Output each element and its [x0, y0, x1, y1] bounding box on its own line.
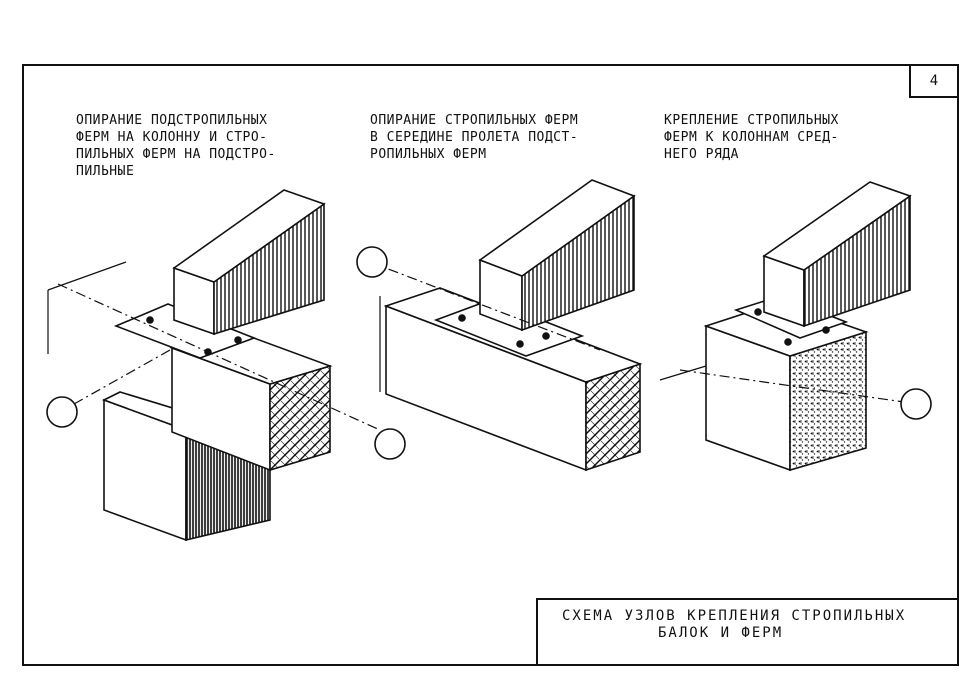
caption-line: ФЕРМ НА КОЛОННУ И СТРО- [76, 130, 268, 145]
axis-marker-circle [46, 396, 78, 428]
truss-top-face [172, 189, 326, 283]
truss-top-face [478, 179, 636, 277]
anchor-bolt [458, 314, 466, 322]
anchor-bolt [516, 340, 524, 348]
title-block: СХЕМА УЗЛОВ КРЕПЛЕНИЯ СТРОПИЛЬНЫХ БАЛОК … [536, 598, 959, 666]
anchor-bolt [542, 332, 550, 340]
caption-line: КРЕПЛЕНИЕ СТРОПИЛЬНЫХ [664, 113, 839, 128]
node-1-drawing [46, 189, 406, 542]
caption-line: В СЕРЕДИНЕ ПРОЛЕТА ПОДСТ- [370, 130, 579, 145]
title-line: СХЕМА УЗЛОВ КРЕПЛЕНИЯ СТРОПИЛЬНЫХ [562, 608, 907, 624]
sheet-number: 4 [909, 64, 959, 98]
dimension-line [659, 365, 707, 381]
support-plate [433, 299, 585, 357]
sheet-title: СХЕМА УЗЛОВ КРЕПЛЕНИЯ СТРОПИЛЬНЫХ БАЛОК … [562, 608, 906, 642]
axis-marker-circle [900, 388, 932, 420]
node-1-caption: ОПИРАНИЕ ПОДСТРОПИЛЬНЫХ ФЕРМ НА КОЛОННУ … [76, 112, 276, 180]
axis-marker-circle [374, 428, 406, 460]
node-2-drawing [356, 179, 643, 472]
drawing-frame [22, 64, 959, 666]
axis-line [679, 369, 905, 403]
caption-line: ОПИРАНИЕ СТРОПИЛЬНЫХ ФЕРМ [370, 113, 579, 128]
title-line: БАЛОК И ФЕРМ [658, 625, 784, 641]
anchor-bolt [822, 326, 830, 334]
axis-marker-circle [356, 246, 388, 278]
node-3-caption: КРЕПЛЕНИЕ СТРОПИЛЬНЫХ ФЕРМ К КОЛОННАМ СР… [664, 112, 839, 163]
node-2-caption: ОПИРАНИЕ СТРОПИЛЬНЫХ ФЕРМ В СЕРЕДИНЕ ПРО… [370, 112, 578, 163]
axis-line [57, 283, 381, 431]
caption-line: ФЕРМ К КОЛОННАМ СРЕД- [664, 130, 839, 145]
caption-line: РОПИЛЬНЫХ ФЕРМ [370, 147, 487, 162]
dimension-line [47, 261, 127, 291]
anchor-bolt [146, 316, 154, 324]
node-3-drawing [659, 181, 932, 472]
caption-line: ПИЛЬНЫЕ [76, 164, 135, 179]
axis-line [73, 349, 171, 405]
axis-line [369, 261, 601, 351]
anchor-bolt [754, 308, 762, 316]
caption-line: НЕГО РЯДА [664, 147, 739, 162]
truss-top-face [762, 181, 912, 271]
anchor-bolt [784, 338, 792, 346]
caption-line: ПИЛЬНЫХ ФЕРМ НА ПОДСТРО- [76, 147, 276, 162]
anchor-bolt [234, 336, 242, 344]
caption-line: ОПИРАНИЕ ПОДСТРОПИЛЬНЫХ [76, 113, 268, 128]
